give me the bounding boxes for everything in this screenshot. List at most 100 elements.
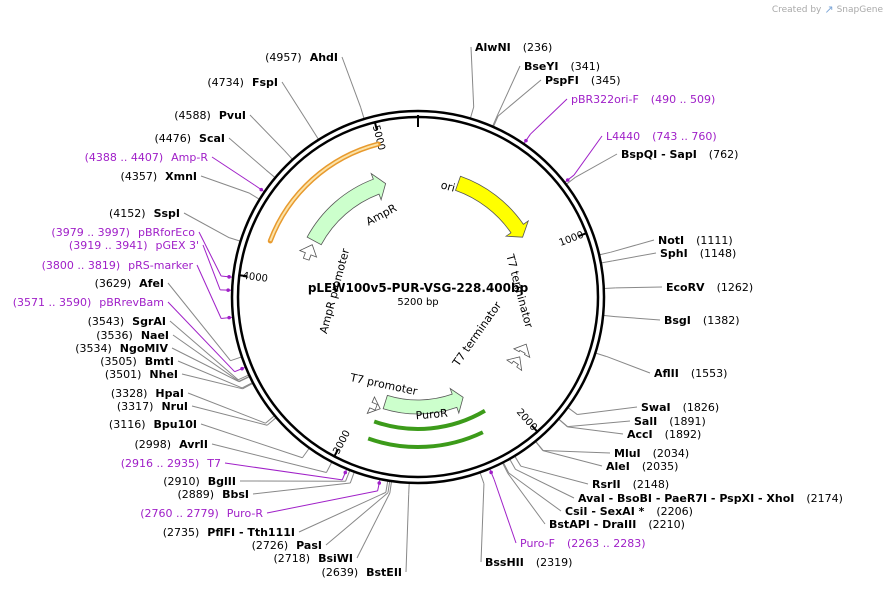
site-label-pasi: (2726)PasI	[252, 539, 322, 552]
site-label-pbr322ori-f: pBR322ori-F(490 .. 509)	[571, 93, 715, 106]
leader-pbrrevbam	[234, 366, 246, 373]
leader-amp-r	[254, 184, 265, 193]
leader-ext-afei	[167, 282, 231, 361]
site-name: BsiWI	[318, 552, 353, 565]
leader-ngomiv	[238, 376, 251, 383]
site-position: (2174)	[806, 492, 843, 505]
leader-alei	[534, 440, 544, 451]
site-label-pvui: (4588)PvuI	[174, 109, 246, 122]
site-label-bspqi-sapi: BspQI - SapI(762)	[621, 148, 738, 161]
site-label-scai: (4476)ScaI	[154, 132, 225, 145]
site-position: (1891)	[669, 415, 706, 428]
site-label-pgex-3: (3919 .. 3941)pGEX 3'	[69, 239, 199, 252]
leader-pasi	[387, 480, 391, 493]
site-name: AvrII	[179, 438, 208, 451]
site-label-prs-marker: (3800 .. 3819)pRS-marker	[42, 259, 194, 272]
primer-marker-t7	[343, 470, 348, 475]
leader-avai-bsobi-paer7i-pspxi-xhoi	[509, 458, 516, 470]
leader-ext-bpu10i	[200, 423, 303, 459]
leader-ext-pvui	[249, 114, 285, 152]
site-label-rsrii: RsrII (2148)	[592, 478, 669, 491]
site-position: (762)	[709, 148, 739, 161]
leader-ext-swai	[577, 406, 638, 416]
site-label-ecorv: EcoRV(1262)	[666, 281, 753, 294]
leader-aflii	[595, 352, 607, 358]
leader-ext-ecorv	[615, 286, 663, 289]
site-position: (4388 .. 4407)	[85, 151, 164, 164]
leader-bsshii	[479, 472, 485, 484]
site-name: XmnI	[165, 170, 197, 183]
site-label-bmti: (3505)BmtI	[100, 355, 174, 368]
ampr-outer-arc-highlight	[269, 143, 379, 242]
site-label-bsiwi: (2718)BsiWI	[273, 552, 353, 565]
site-position: (743 .. 760)	[652, 130, 717, 143]
primer-marker-amp-r	[259, 187, 264, 192]
site-position: (3317)	[117, 400, 154, 413]
site-name: Amp-R	[171, 151, 208, 164]
site-label-nhei: (3501)NheI	[105, 368, 178, 381]
feature-t7-promoter-4	[366, 395, 381, 415]
site-label-ngomiv: (3534)NgoMIV	[75, 342, 168, 355]
site-position: (2916 .. 2935)	[121, 457, 200, 470]
feature-label-ori: ori	[439, 178, 456, 194]
site-name: CsiI - SexAI *	[565, 505, 645, 518]
site-name: PflFI - Tth111I	[207, 526, 295, 539]
leader-ext-csii-sexai	[508, 472, 562, 512]
site-position: (490 .. 509)	[651, 93, 716, 106]
site-position: (2319)	[536, 556, 573, 569]
leader-ext-puro-r	[266, 490, 378, 514]
leader-bseyi	[492, 115, 498, 127]
site-label-bstapi-draiii: BstAPI - DraIII(2210)	[549, 518, 685, 531]
site-name: RsrII	[592, 478, 621, 491]
leader-ext-pbr322ori-f	[530, 98, 568, 135]
site-name: BstAPI - DraIII	[549, 518, 636, 531]
leader-ext-avrii	[211, 443, 327, 474]
site-label-xmni: (4357)XmnI	[121, 170, 197, 183]
primer-marker-puro-r	[377, 481, 382, 485]
site-name: SgrAI	[132, 315, 166, 328]
site-position: (4957)	[265, 51, 302, 64]
puro-inner-arc	[373, 409, 486, 431]
site-name: BbsI	[222, 488, 249, 501]
site-position: (3116)	[109, 418, 146, 431]
leader-swai	[567, 407, 578, 415]
site-labels: AlwNI(236)BseYI(341)PspFI(345)pBR322ori-…	[13, 41, 843, 579]
site-name: NruI	[161, 400, 188, 413]
site-name: pBRforEco	[138, 226, 195, 239]
site-position: (2148)	[633, 478, 670, 491]
leader-ext-pgex-3	[202, 244, 221, 291]
leader-ext-bmti	[177, 360, 243, 389]
leader-bsgi	[603, 314, 616, 318]
feature-label-puror: PuroR	[415, 407, 448, 423]
leader-sphi	[600, 260, 613, 264]
leader-ext-sali	[567, 420, 631, 428]
credit-brand: SnapGene	[836, 4, 883, 15]
primer-marker-l4440	[565, 178, 570, 182]
site-label-bbsi: (2889)BbsI	[178, 488, 249, 501]
leader-bsiwi	[389, 481, 393, 494]
site-name: SspI	[154, 207, 180, 220]
site-label-mlui: MluI(2034)	[614, 447, 689, 460]
site-position: (3536)	[96, 329, 133, 342]
site-label-bpu10i: (3116)Bpu10I	[109, 418, 197, 431]
tick-label-4000: 4000	[242, 271, 269, 285]
site-position: (4734)	[207, 76, 244, 89]
leader-ext-sgrai	[169, 320, 239, 381]
site-label-pbrrevbam: (3571 .. 3590)pBRrevBam	[13, 296, 164, 309]
site-name: Puro-R	[227, 507, 264, 520]
site-label-pbrforeco: (3979 .. 3997)pBRforEco	[51, 226, 195, 239]
leader-ext-pasi	[325, 492, 389, 546]
site-name: L4440	[606, 130, 640, 143]
site-name: BssHII	[485, 556, 524, 569]
leader-bbsi	[349, 471, 355, 484]
site-name: AccI	[627, 428, 653, 441]
site-position: (2910)	[163, 475, 200, 488]
site-name: NheI	[149, 368, 178, 381]
site-name: HpaI	[155, 387, 184, 400]
site-label-bsshii: BssHII (2319)	[485, 556, 572, 569]
site-position: (3919 .. 3941)	[69, 239, 148, 252]
feature-puror-3	[382, 387, 464, 415]
site-name: EcoRV	[666, 281, 705, 294]
site-position: (2206)	[656, 505, 693, 518]
leader-l4440	[564, 174, 575, 183]
